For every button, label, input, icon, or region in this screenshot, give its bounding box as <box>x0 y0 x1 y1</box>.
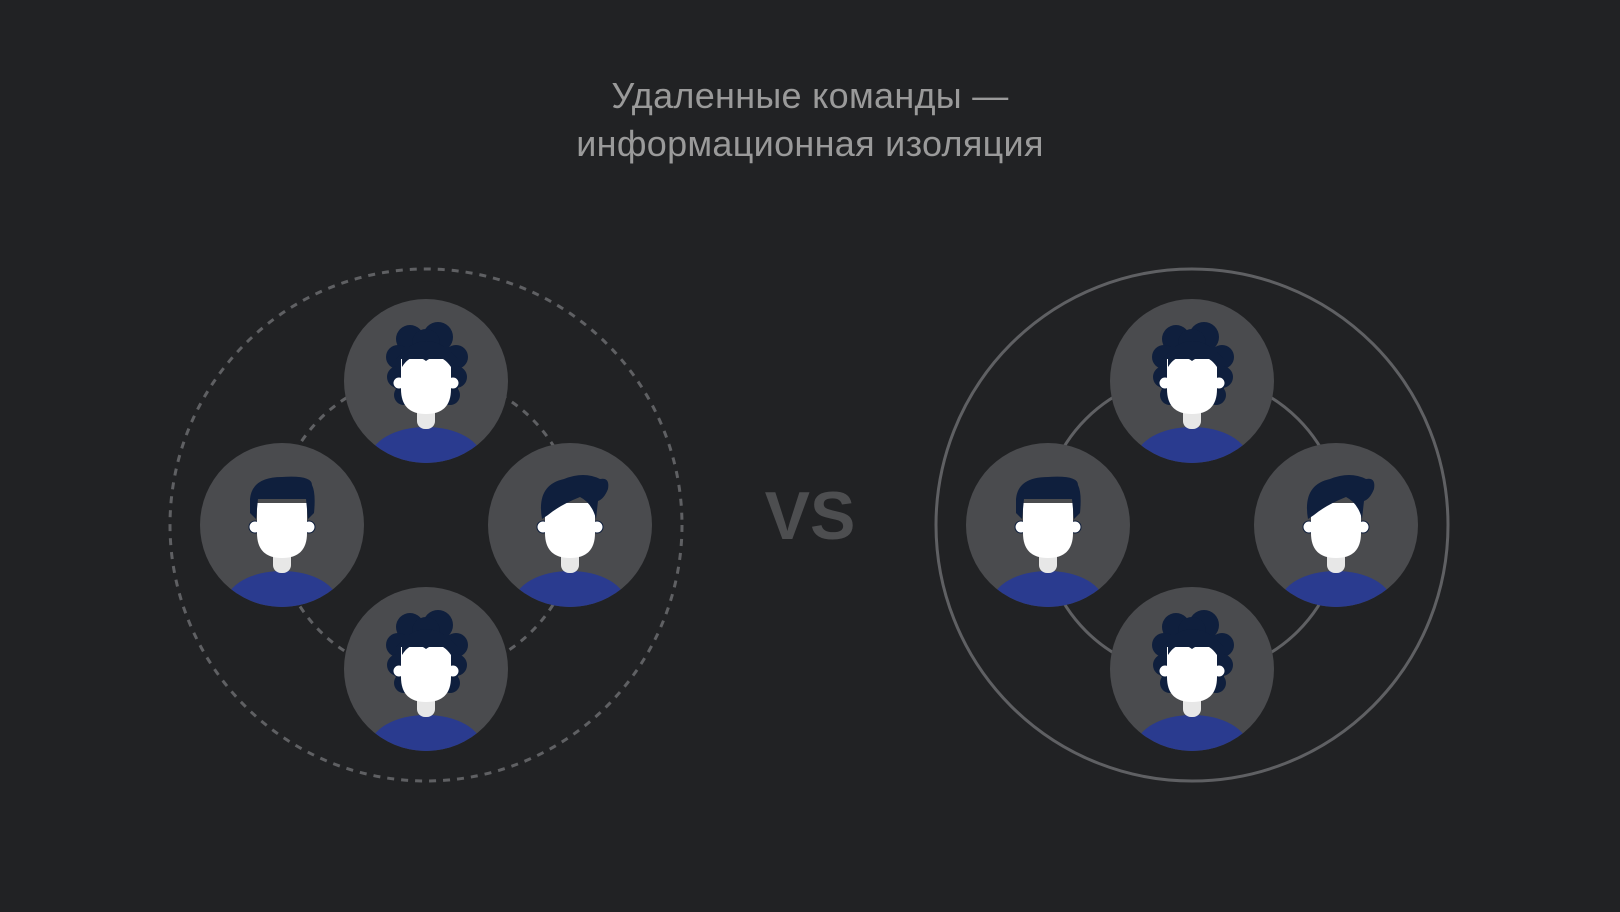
person-avatar-right <box>488 443 652 607</box>
title-line-1: Удаленные команды — <box>611 75 1009 116</box>
slide-title: Удаленные команды — информационная изоля… <box>0 72 1620 168</box>
shirt-icon <box>370 427 482 463</box>
face-icon <box>401 647 451 702</box>
connected-team-group <box>934 267 1450 783</box>
face-icon <box>401 359 451 414</box>
person-avatar-left <box>200 443 364 607</box>
shirt-icon <box>992 571 1104 607</box>
face-icon <box>545 503 595 558</box>
person-avatar-right <box>1254 443 1418 607</box>
shirt-icon <box>1136 427 1248 463</box>
person-avatar-bottom <box>1110 587 1274 751</box>
shirt-icon <box>514 571 626 607</box>
shirt-icon <box>370 715 482 751</box>
face-icon <box>257 503 307 558</box>
person-avatar-top <box>1110 299 1274 463</box>
person-avatar-left <box>966 443 1130 607</box>
shirt-icon <box>1136 715 1248 751</box>
face-icon <box>1167 647 1217 702</box>
person-avatar-top <box>344 299 508 463</box>
face-icon <box>1311 503 1361 558</box>
isolated-team-group <box>168 267 684 783</box>
shirt-icon <box>226 571 338 607</box>
person-avatar-bottom <box>344 587 508 751</box>
isolated-team-outer-ring <box>168 267 684 783</box>
versus-label: VS <box>764 478 856 554</box>
face-icon <box>1023 503 1073 558</box>
face-icon <box>1167 359 1217 414</box>
title-line-2: информационная изоляция <box>576 123 1044 164</box>
shirt-icon <box>1280 571 1392 607</box>
connected-team-outer-ring <box>934 267 1450 783</box>
